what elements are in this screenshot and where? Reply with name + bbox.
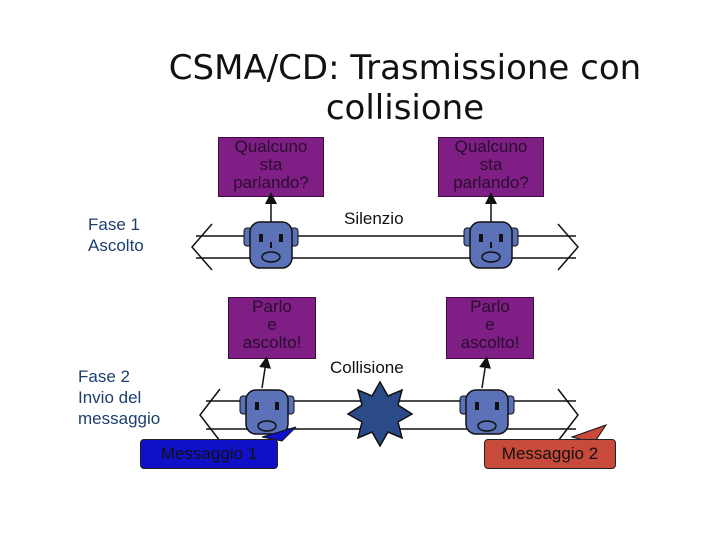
bubble-line: ascolto! bbox=[460, 333, 520, 352]
bubble-line: sta bbox=[479, 155, 503, 174]
bubble-line: Parlo bbox=[470, 297, 510, 316]
face-icon bbox=[459, 389, 515, 435]
bubble-line: parlando? bbox=[233, 173, 309, 192]
bubble-line: ascolto! bbox=[242, 333, 302, 352]
face-icon bbox=[239, 389, 295, 435]
bubble-line: parlando? bbox=[453, 173, 529, 192]
phase1-label-line2: Ascolto bbox=[88, 236, 144, 255]
phase2-label-line3: messaggio bbox=[78, 409, 161, 428]
message-1-box: Messaggio 1 bbox=[140, 439, 278, 469]
bubble-phase1-right: Qualcuno sta parlando? bbox=[438, 137, 544, 197]
face-icon bbox=[463, 221, 519, 269]
phase1-label: Fase 1 Ascolto bbox=[88, 214, 144, 256]
bubble-line: Qualcuno bbox=[454, 137, 528, 156]
message-2-box: Messaggio 2 bbox=[484, 439, 616, 469]
bubble-line: e bbox=[485, 315, 495, 334]
phase1-label-line1: Fase 1 bbox=[88, 215, 140, 234]
bubble-line: Parlo bbox=[252, 297, 292, 316]
listen-arrow-right-2 bbox=[479, 356, 492, 389]
listen-arrow-left-2 bbox=[259, 356, 272, 389]
collision-burst-icon bbox=[346, 380, 414, 448]
face-icon bbox=[243, 221, 299, 269]
bubble-phase1-left: Qualcuno sta parlando? bbox=[218, 137, 324, 197]
phase2-label: Fase 2 Invio del messaggio bbox=[78, 366, 160, 429]
bubble-line: Qualcuno bbox=[234, 137, 308, 156]
page-title: CSMA/CD: Trasmissione con collisione bbox=[168, 48, 642, 128]
bubble-line: e bbox=[267, 315, 277, 334]
bubble-phase2-left: Parlo e ascolto! bbox=[228, 297, 316, 359]
bubble-line: sta bbox=[259, 155, 283, 174]
collision-label: Collisione bbox=[330, 358, 404, 377]
bubble-phase2-right: Parlo e ascolto! bbox=[446, 297, 534, 359]
silence-label: Silenzio bbox=[344, 209, 404, 228]
phase2-label-line1: Fase 2 bbox=[78, 367, 130, 386]
phase2-label-line2: Invio del bbox=[78, 388, 142, 407]
